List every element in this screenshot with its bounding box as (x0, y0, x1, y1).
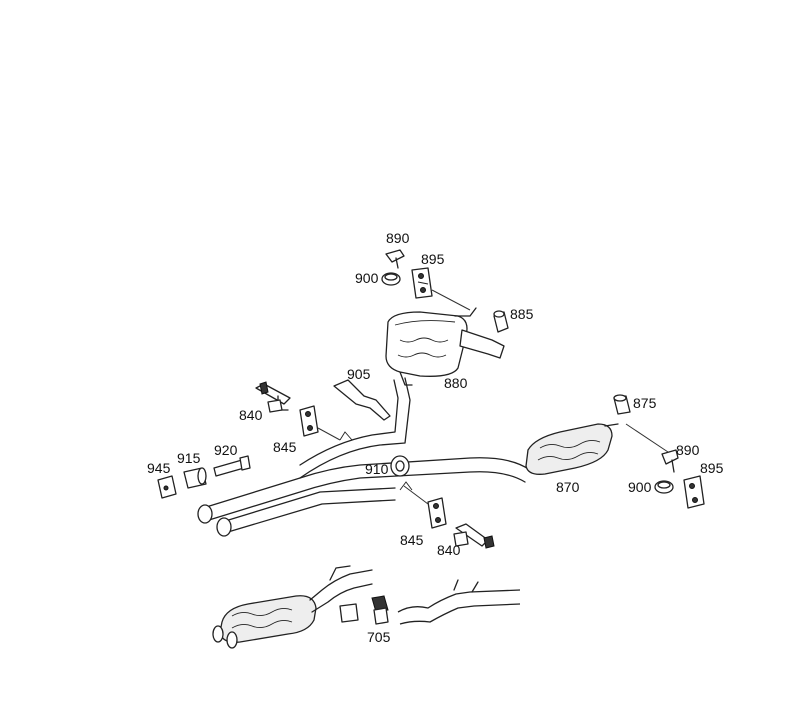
bolt-890-upper (385, 249, 405, 269)
bolt-890-lower (625, 423, 679, 473)
label-885: 885 (510, 306, 534, 322)
label-875: 875 (633, 395, 657, 411)
label-845-lower: 845 (400, 532, 424, 548)
detail-catalytic-converter (212, 565, 373, 649)
label-840-upper: 840 (239, 407, 263, 423)
detail-pipe-section (397, 579, 521, 625)
label-870: 870 (556, 479, 580, 495)
rubber-buffer-915 (183, 467, 207, 489)
label-900-upper: 900 (355, 270, 379, 286)
clamp-840-lower (453, 523, 495, 549)
detail-clamp-705 (371, 595, 389, 625)
label-890-lower: 890 (676, 442, 700, 458)
label-900-lower: 900 (628, 479, 652, 495)
label-840-lower: 840 (437, 542, 461, 558)
clamp-910 (390, 455, 410, 477)
bracket-905 (333, 379, 391, 421)
label-920: 920 (214, 442, 238, 458)
label-945: 945 (147, 460, 171, 476)
center-silencer (525, 423, 619, 475)
bracket-945 (157, 475, 177, 499)
label-880: 880 (444, 375, 468, 391)
rubber-mount-895-lower (683, 475, 705, 509)
label-915: 915 (177, 450, 201, 466)
front-exhaust-pipes (197, 377, 531, 537)
washer-900-upper (381, 272, 401, 286)
tail-tip-885 (493, 310, 509, 333)
tail-tip-875 (613, 394, 631, 415)
label-845-upper: 845 (273, 439, 297, 455)
clamp-840-upper (255, 381, 291, 413)
rubber-mount-845-upper (299, 405, 319, 437)
rear-silencer (385, 307, 505, 386)
bolt-920 (213, 455, 251, 477)
rubber-mount-845-lower (403, 485, 447, 529)
part-number-labels: 890 895 900 885 880 905 840 845 945 915 … (147, 230, 724, 645)
washer-900-lower (654, 480, 674, 494)
label-905: 905 (347, 366, 371, 382)
rubber-mount-895-upper (411, 267, 433, 299)
label-910: 910 (365, 461, 389, 477)
label-895-lower: 895 (700, 460, 724, 476)
label-890-upper: 890 (386, 230, 410, 246)
label-705: 705 (367, 629, 391, 645)
label-895-upper: 895 (421, 251, 445, 267)
